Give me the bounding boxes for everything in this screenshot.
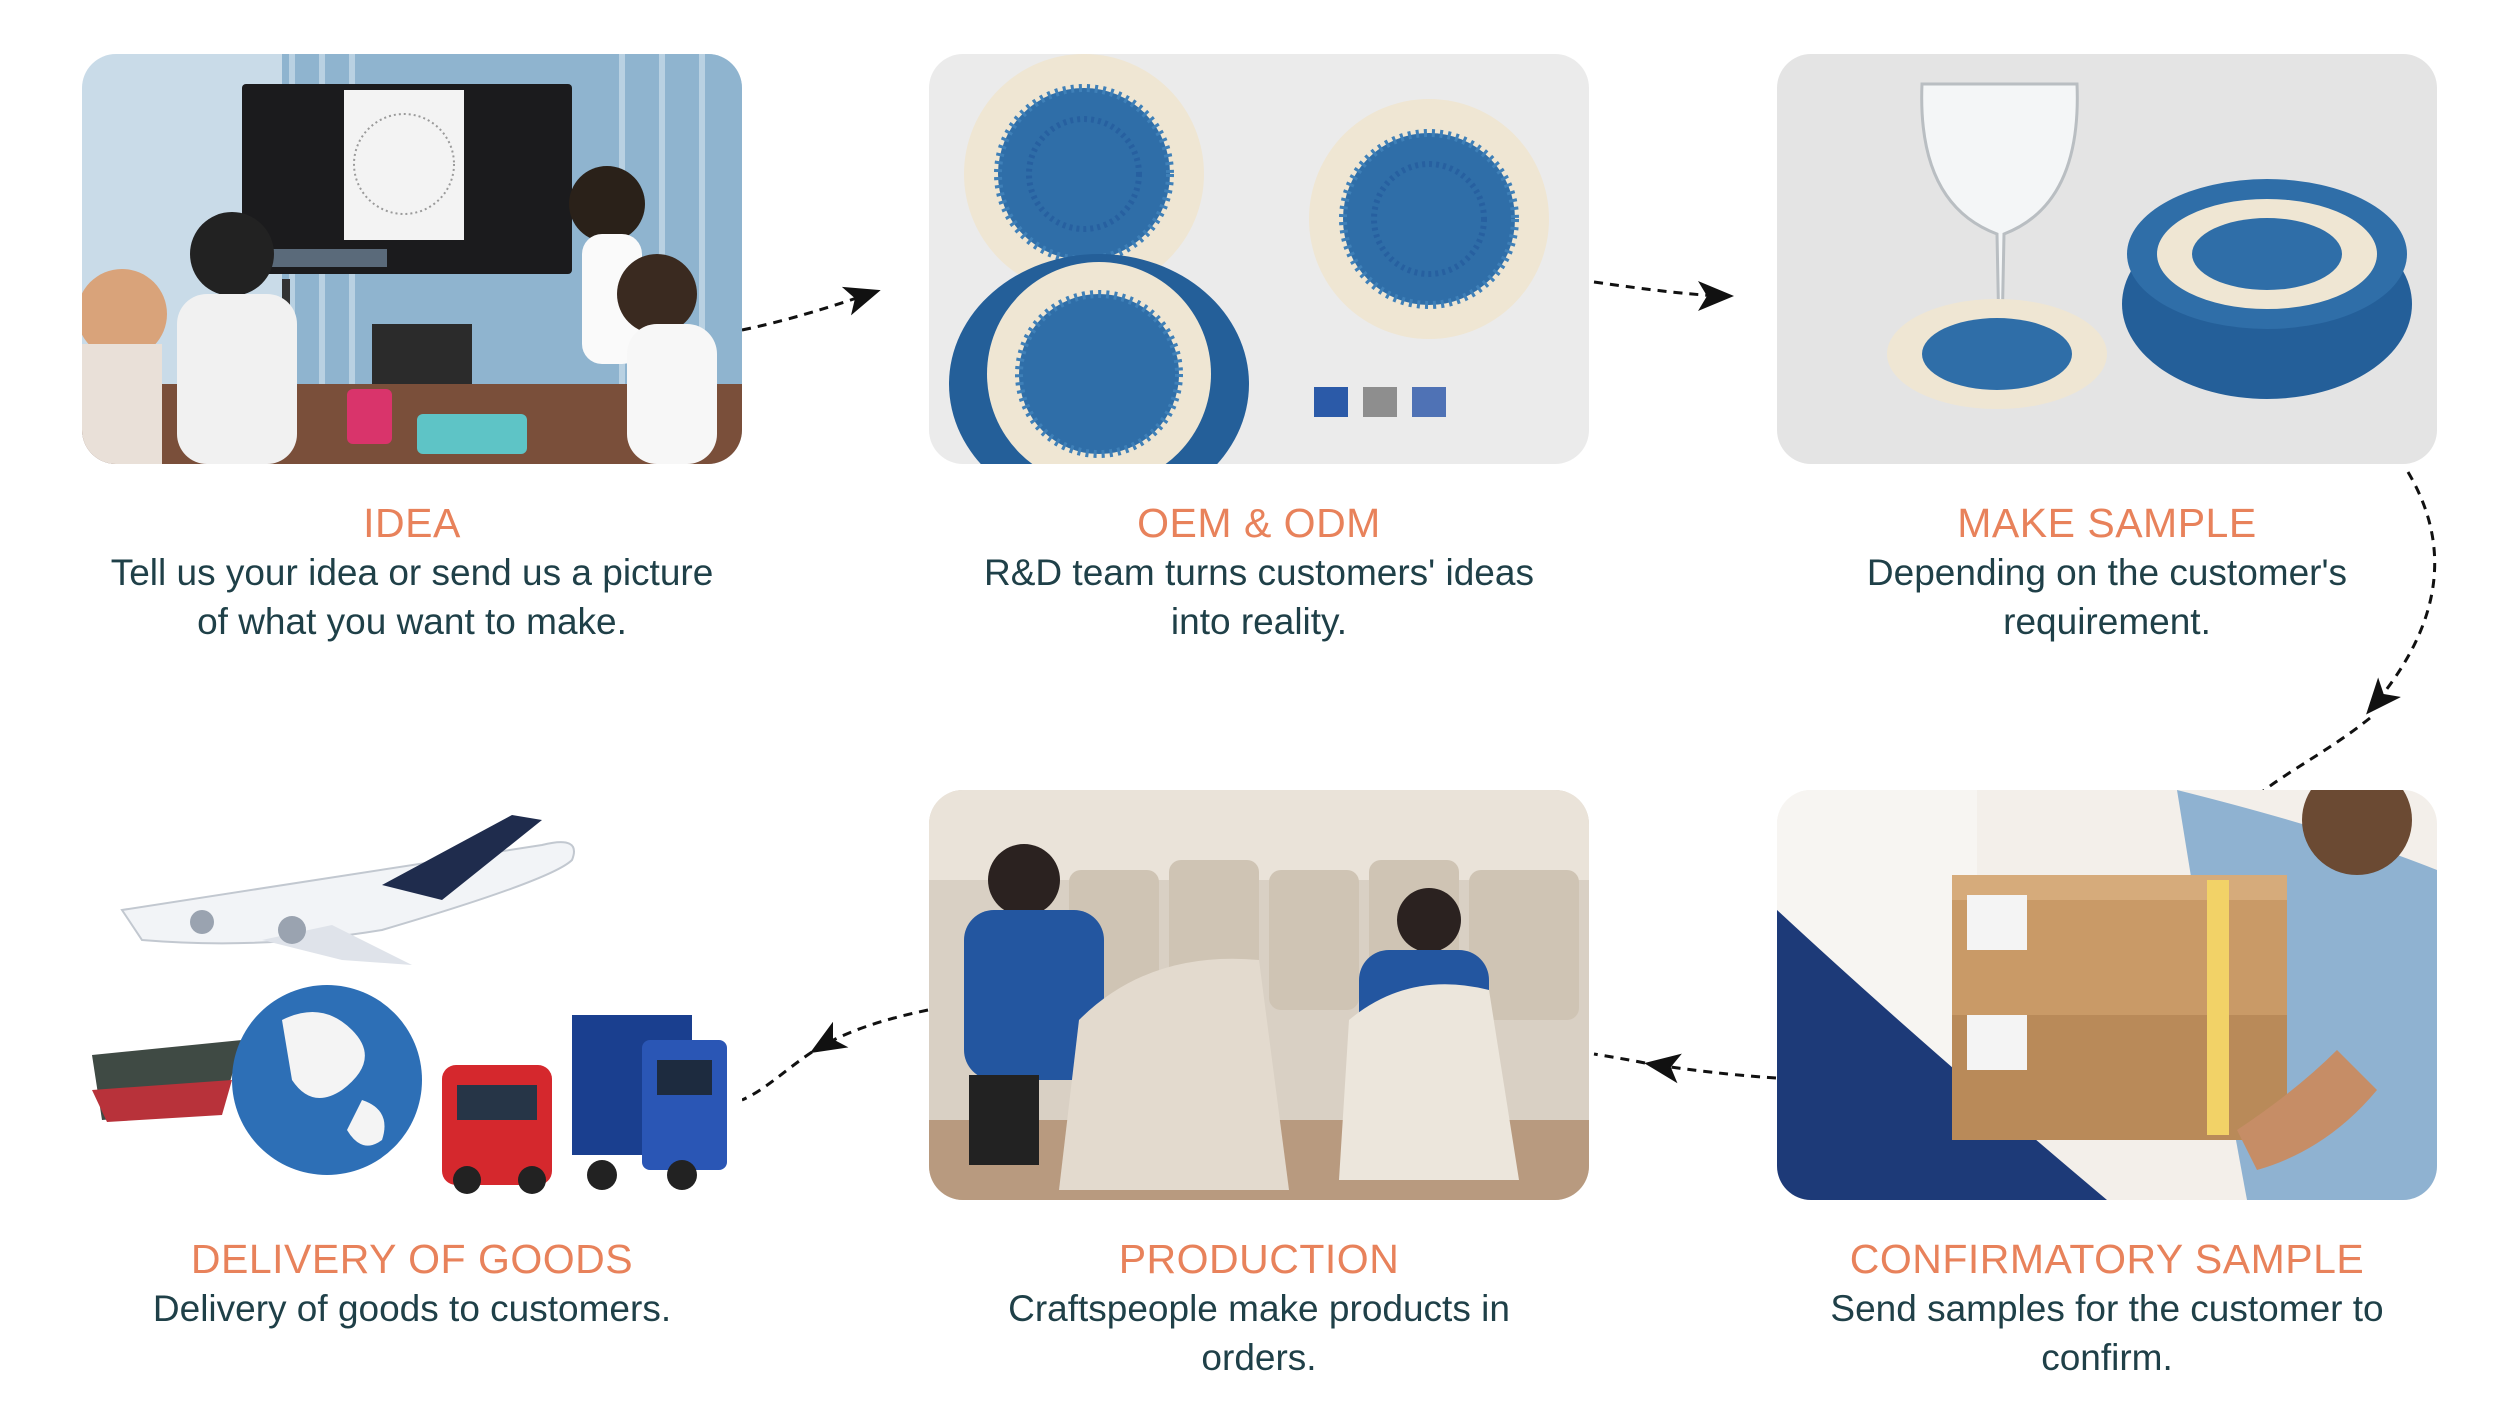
arrow-production-tail xyxy=(1593,1052,1646,1065)
coaster-top-left xyxy=(964,54,1204,294)
arrow-idea-to-oem xyxy=(741,286,881,332)
oem-odm-photo xyxy=(929,54,1589,464)
make-sample-desc-line-2: requirement. xyxy=(2003,601,2211,642)
delivery-photo xyxy=(82,790,742,1200)
idea-desc-line-2: of what you want to make. xyxy=(197,601,627,642)
arrow-delivery-tail xyxy=(741,1050,813,1102)
idea-desc-line-1: Tell us your idea or send us a picture xyxy=(110,552,714,593)
step-production: PRODUCTION Craftspeople make products in… xyxy=(929,790,1589,1382)
production-title: PRODUCTION xyxy=(1118,1236,1400,1282)
confirmatory-sample-photo xyxy=(1777,790,2437,1200)
arrow-confirm-tail xyxy=(2261,716,2371,794)
confirmatory-sample-title: CONFIRMATORY SAMPLE xyxy=(1849,1236,2365,1282)
coaster-top-right xyxy=(1309,99,1549,339)
step-idea: IDEA Tell us your idea or send us a pict… xyxy=(82,54,742,646)
oem-odm-desc-line-1: R&D team turns customers' ideas xyxy=(984,552,1534,593)
confirmatory-sample-desc-line-2: confirm. xyxy=(2041,1337,2173,1378)
airplane xyxy=(120,815,575,965)
arrow-oem-to-make-sample xyxy=(1593,280,1734,311)
idea-title: IDEA xyxy=(363,500,461,546)
delivery-desc-line-1: Delivery of goods to customers. xyxy=(152,1288,672,1329)
arrow-oem-to-sample xyxy=(830,270,928,292)
make-sample-title: MAKE SAMPLE xyxy=(1957,500,2257,546)
coaster-bottom xyxy=(949,254,1249,464)
delivery-title: DELIVERY OF GOODS xyxy=(190,1236,634,1282)
oem-odm-title: OEM & ODM xyxy=(1137,500,1381,546)
step-make-sample: MAKE SAMPLE Depending on the customer's … xyxy=(1777,54,2437,646)
production-desc-line-1: Craftspeople make products in xyxy=(1008,1288,1510,1329)
oem-odm-desc-line-2: into reality. xyxy=(1170,601,1348,642)
idea-photo xyxy=(82,54,742,464)
delivery-caption: DELIVERY OF GOODS Delivery of goods to c… xyxy=(82,1234,742,1333)
production-desc-line-2: orders. xyxy=(1201,1337,1317,1378)
idea-caption: IDEA Tell us your idea or send us a pict… xyxy=(82,498,742,646)
production-photo xyxy=(929,790,1589,1200)
arrow-production-to-delivery xyxy=(809,1008,929,1054)
production-caption: PRODUCTION Craftspeople make products in… xyxy=(929,1234,1589,1382)
step-confirmatory-sample: CONFIRMATORY SAMPLE Send samples for the… xyxy=(1777,790,2437,1382)
confirmatory-sample-caption: CONFIRMATORY SAMPLE Send samples for the… xyxy=(1777,1234,2437,1382)
make-sample-photo xyxy=(1777,54,2437,464)
make-sample-desc-line-1: Depending on the customer's xyxy=(1866,552,2348,593)
step-oem-odm: OEM & ODM R&D team turns customers' idea… xyxy=(929,54,1589,646)
confirmatory-sample-desc-line-1: Send samples for the customer to xyxy=(1830,1288,2384,1329)
oem-odm-caption: OEM & ODM R&D team turns customers' idea… xyxy=(929,498,1589,646)
arrow-confirm-to-production xyxy=(1644,1053,1777,1084)
make-sample-caption: MAKE SAMPLE Depending on the customer's … xyxy=(1777,498,2437,646)
step-delivery-of-goods: DELIVERY OF GOODS Delivery of goods to c… xyxy=(82,790,742,1333)
